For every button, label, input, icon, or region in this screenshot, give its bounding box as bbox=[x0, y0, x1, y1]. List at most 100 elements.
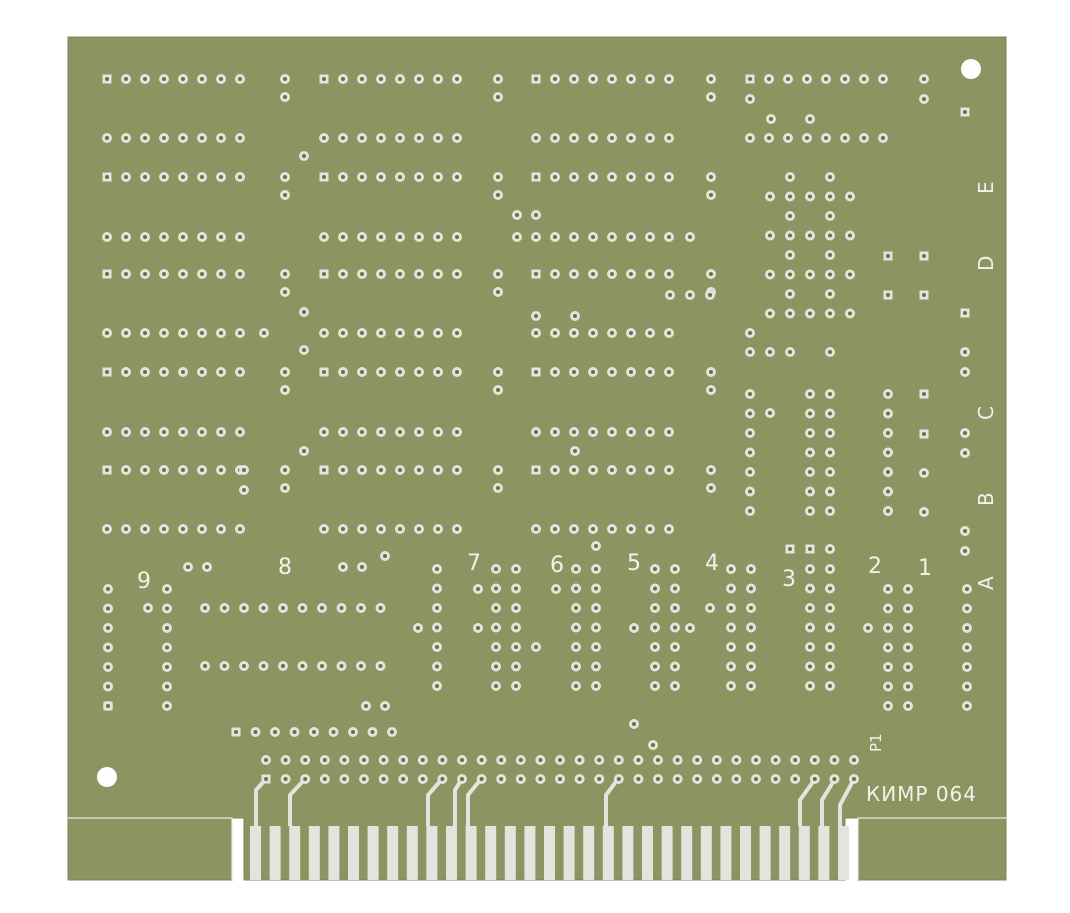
round-pad bbox=[626, 465, 636, 475]
round-pad bbox=[555, 774, 565, 784]
round-pad bbox=[319, 328, 329, 338]
round-pad bbox=[395, 232, 405, 242]
round-pad bbox=[883, 681, 893, 692]
round-pad bbox=[216, 74, 226, 84]
round-pad bbox=[457, 755, 467, 765]
round-pad bbox=[664, 367, 674, 377]
square-pad bbox=[319, 74, 329, 84]
round-pad bbox=[515, 755, 526, 765]
connector-finger bbox=[779, 826, 791, 880]
round-pad bbox=[766, 114, 776, 124]
round-pad bbox=[493, 74, 503, 84]
round-pad bbox=[805, 447, 815, 458]
round-pad bbox=[491, 661, 501, 672]
round-pad bbox=[571, 583, 581, 594]
round-pad bbox=[102, 133, 112, 143]
round-pad bbox=[491, 622, 501, 633]
round-pad bbox=[883, 389, 893, 399]
round-pad bbox=[280, 74, 290, 84]
round-pad bbox=[664, 133, 674, 143]
round-pad bbox=[571, 622, 581, 633]
round-pad bbox=[550, 232, 560, 242]
round-pad bbox=[569, 172, 579, 182]
round-pad bbox=[883, 486, 893, 497]
round-pad bbox=[162, 642, 172, 653]
round-pad bbox=[317, 603, 327, 613]
round-pad bbox=[102, 328, 112, 338]
round-pad bbox=[783, 133, 793, 143]
round-pad bbox=[197, 232, 207, 242]
round-pad bbox=[785, 250, 795, 260]
round-pad bbox=[280, 269, 290, 279]
round-pad bbox=[802, 133, 812, 143]
round-pad bbox=[825, 467, 835, 477]
round-pad bbox=[159, 133, 169, 143]
connector-finger bbox=[759, 826, 771, 880]
row-label-b: B bbox=[974, 492, 998, 506]
connector-finger bbox=[485, 826, 497, 880]
round-pad bbox=[960, 428, 970, 438]
round-pad bbox=[121, 465, 131, 475]
round-pad bbox=[357, 269, 367, 279]
round-pad bbox=[235, 172, 245, 182]
round-pad bbox=[473, 623, 483, 633]
round-pad bbox=[672, 774, 683, 784]
round-pad bbox=[706, 172, 716, 182]
round-pad bbox=[664, 427, 674, 437]
round-pad bbox=[357, 232, 367, 242]
round-pad bbox=[685, 290, 695, 300]
round-pad bbox=[378, 774, 389, 784]
round-pad bbox=[376, 232, 386, 242]
round-pad bbox=[645, 269, 655, 279]
round-pad bbox=[178, 74, 188, 84]
round-pad bbox=[751, 755, 761, 765]
round-pad bbox=[493, 92, 503, 102]
round-pad bbox=[588, 367, 598, 377]
round-pad bbox=[328, 727, 339, 737]
round-pad bbox=[626, 269, 636, 279]
round-pad bbox=[395, 269, 405, 279]
round-pad bbox=[670, 642, 680, 652]
round-pad bbox=[550, 524, 560, 534]
round-pad bbox=[588, 427, 598, 437]
round-pad bbox=[387, 727, 397, 737]
mounting-hole-bottom-left bbox=[97, 767, 117, 787]
round-pad bbox=[745, 347, 755, 357]
round-pad bbox=[591, 583, 601, 594]
round-pad bbox=[550, 133, 560, 143]
square-pad bbox=[531, 74, 541, 84]
round-pad bbox=[785, 269, 795, 280]
column-label-4: 4 bbox=[705, 551, 719, 576]
round-pad bbox=[375, 661, 386, 671]
round-pad bbox=[433, 133, 443, 143]
round-pad bbox=[670, 603, 680, 613]
round-pad bbox=[398, 774, 409, 784]
round-pad bbox=[339, 755, 350, 765]
round-pad bbox=[550, 328, 560, 338]
round-pad bbox=[626, 172, 636, 182]
round-pad bbox=[588, 328, 598, 338]
round-pad bbox=[162, 681, 172, 692]
round-pad bbox=[159, 172, 169, 182]
copper-trace bbox=[604, 777, 620, 826]
round-pad bbox=[825, 250, 835, 260]
round-pad bbox=[785, 289, 795, 299]
round-pad bbox=[357, 524, 367, 534]
round-pad bbox=[574, 755, 585, 765]
round-pad bbox=[919, 507, 929, 517]
round-pad bbox=[569, 367, 579, 377]
round-pad bbox=[919, 74, 929, 84]
square-pad bbox=[919, 290, 929, 300]
round-pad bbox=[511, 681, 521, 691]
round-pad bbox=[607, 269, 617, 279]
round-pad bbox=[825, 389, 835, 399]
round-pad bbox=[452, 427, 462, 437]
round-pad bbox=[216, 328, 226, 338]
round-pad bbox=[805, 191, 815, 202]
round-pad bbox=[645, 172, 655, 182]
round-pad bbox=[414, 133, 424, 143]
round-pad bbox=[726, 564, 736, 574]
round-pad bbox=[805, 269, 815, 280]
round-pad bbox=[802, 74, 812, 84]
